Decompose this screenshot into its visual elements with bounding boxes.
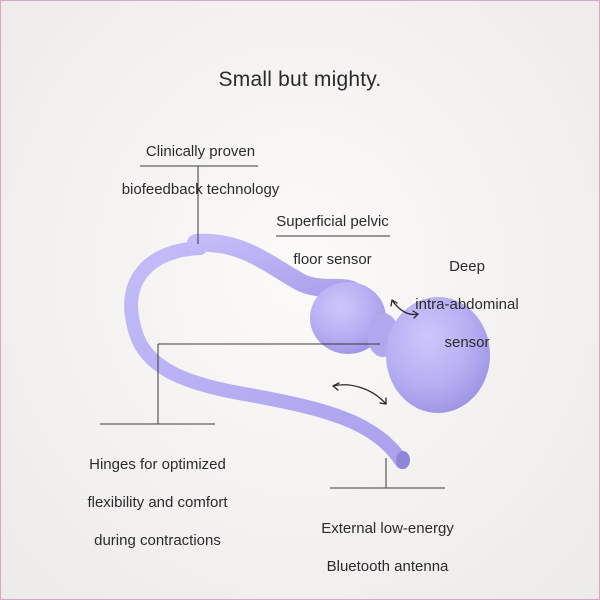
- callout-antenna: External low-energy Bluetooth antenna: [321, 520, 454, 575]
- callout-deep-sensor: Deep intra-abdominal sensor: [415, 258, 519, 351]
- callout-biofeedback: Clinically proven biofeedback technology: [121, 143, 280, 198]
- antenna-tip: [396, 451, 410, 469]
- callout-pelvic-sensor: Superficial pelvic floor sensor: [276, 213, 389, 268]
- pelvic-sensor-bulb: [310, 282, 386, 354]
- hinge-arrow-upper: [390, 299, 419, 319]
- hinge-arrow-lower: [332, 382, 387, 405]
- deep-sensor-bulb: [386, 297, 490, 413]
- callout-hinges: Hinges for optimized flexibility and com…: [87, 456, 228, 549]
- headline: Small but mighty.: [218, 68, 382, 91]
- antenna-tail: [124, 241, 409, 469]
